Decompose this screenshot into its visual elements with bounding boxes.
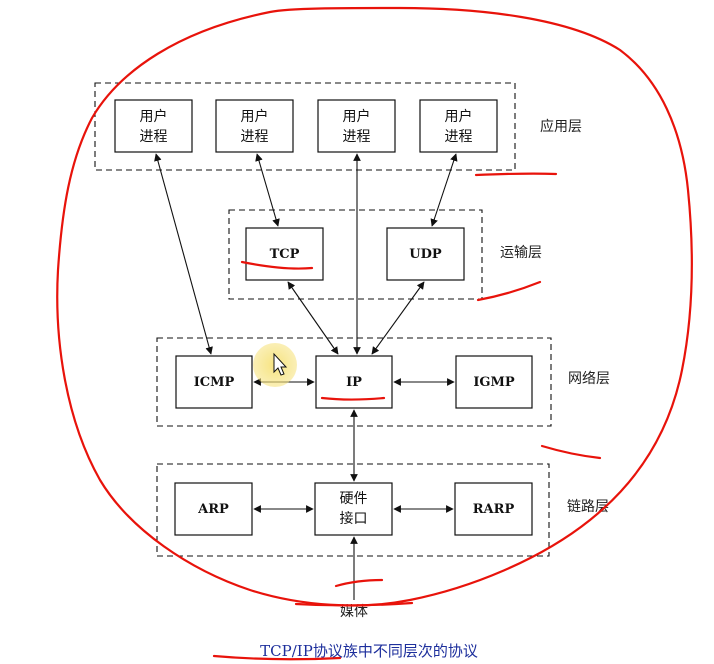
igmp-box: IGMP [455, 355, 533, 409]
user-process-line2: 进程 [445, 129, 473, 145]
transport-layer-label: 运输层 [500, 245, 542, 261]
udp-box: UDP [386, 227, 465, 281]
application-layer-label: 应用层 [540, 118, 582, 135]
icmp-box: ICMP [175, 355, 253, 409]
red-mark-medium [334, 578, 384, 588]
figure-caption: TCP/IP协议族中不同层次的协议 [260, 642, 478, 660]
user-process-line1: 用户 [343, 108, 371, 125]
user-process-box: 用户 进程 [317, 99, 396, 153]
arp-label: ARP [197, 502, 229, 517]
arrow-user-process-icmp [154, 153, 213, 355]
user-process-line2: 进程 [241, 129, 269, 145]
rarp-label: RARP [473, 502, 515, 517]
user-process-box: 用户 进程 [215, 99, 294, 153]
red-annotation-circle [56, 6, 694, 607]
hardware-interface-line1: 硬件 [340, 491, 368, 507]
red-underline-caption [212, 654, 342, 661]
user-process-box: 用户 进程 [419, 99, 498, 153]
tcp-label: TCP [270, 247, 300, 262]
red-underline-transport [476, 280, 542, 302]
red-underline-application [474, 172, 558, 177]
arrow-udp-ip [371, 281, 425, 355]
tcp-box: TCP [245, 227, 324, 281]
medium-label: 媒体 [340, 604, 368, 620]
user-process-line1: 用户 [445, 108, 473, 125]
red-underline-ip [320, 396, 386, 401]
icmp-label: ICMP [194, 375, 235, 390]
rarp-box: RARP [454, 482, 533, 536]
link-layer-label: 链路层 [567, 499, 609, 515]
user-process-line2: 进程 [140, 129, 168, 145]
udp-label: UDP [409, 247, 442, 262]
arrow-user-process-tcp [255, 153, 280, 227]
hardware-interface-box: 硬件 接口 [314, 482, 393, 536]
arrow-tcp-ip [287, 281, 339, 355]
ip-label: IP [346, 375, 362, 390]
network-layer-frame [156, 337, 552, 427]
mouse-cursor-icon [273, 352, 288, 376]
user-process-line1: 用户 [241, 108, 269, 125]
igmp-label: IGMP [473, 375, 515, 390]
user-process-line2: 进程 [343, 129, 371, 145]
user-process-line1: 用户 [140, 108, 168, 125]
red-underline-network [540, 444, 602, 460]
red-underline-medium [294, 601, 414, 607]
application-layer-frame [94, 82, 516, 171]
arrow-user-process-udp [430, 153, 458, 227]
arp-box: ARP [174, 482, 253, 536]
network-layer-label: 网络层 [568, 371, 610, 387]
hardware-interface-line2: 接口 [340, 510, 368, 527]
red-underline-tcp [240, 260, 314, 270]
user-process-box: 用户 进程 [114, 99, 193, 153]
